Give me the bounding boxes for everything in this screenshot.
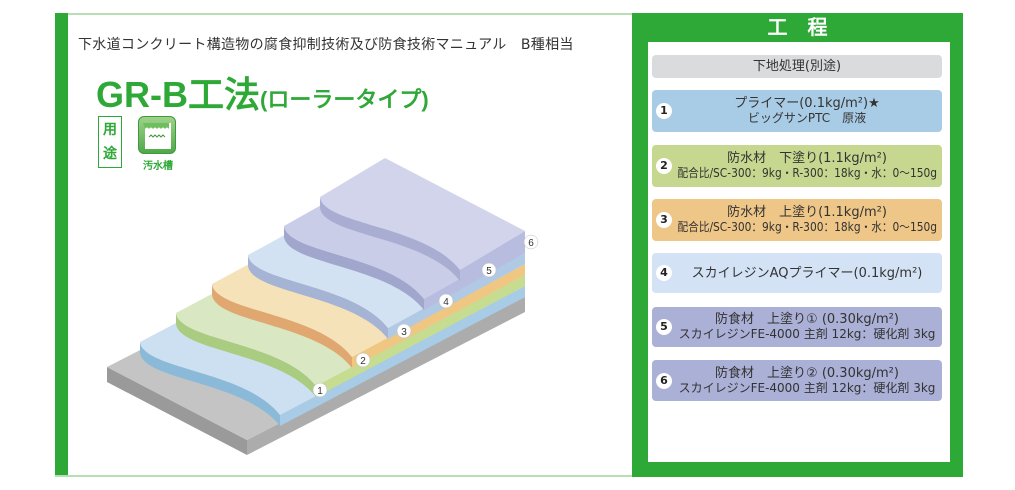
usage-char-1: 用 <box>103 122 117 138</box>
process-step-3: 3 防水材 上塗り(1.1kg/m²)配合比/SC-300：9kg・R-300：1… <box>652 199 942 241</box>
layer-number: 2 <box>360 356 366 367</box>
layer-number-marker <box>438 293 454 309</box>
layer-2-front-face <box>316 275 525 397</box>
step-line-1: 防食材 上塗り① (0.30kg/m²) <box>715 312 899 327</box>
layer-number-marker <box>481 262 497 278</box>
title-sub: (ローラータイプ) <box>260 87 429 112</box>
process-step-5: 5 防食材 上塗り① (0.30kg/m²)スカイレジンFE-4000 主剤 12… <box>652 307 942 347</box>
layer-diagram: 1 2 3 4 5 6 <box>107 158 539 455</box>
process-header: 工程 <box>767 15 848 39</box>
base-left-face <box>107 367 247 455</box>
layer-number-marker <box>396 323 412 339</box>
layer-1-edge <box>140 342 280 426</box>
step-line-2: ビッグサンPTC 原液 <box>747 111 867 125</box>
layer-3-edge <box>212 284 352 368</box>
bottom-divider <box>55 475 635 477</box>
step-line-1: 防水材 上塗り(1.1kg/m²) <box>727 205 887 220</box>
layer-6-front-face <box>460 231 525 281</box>
step-line-1: 防食材 上塗り② (0.30kg/m²) <box>715 365 899 381</box>
step-number: 1 <box>656 103 672 119</box>
step-line-2: 配合比/SC-300：9kg・R-300：18kg・水：0～150g <box>677 220 937 234</box>
usage-icon-label: 汚水槽 <box>143 161 173 172</box>
usage-char-2: 途 <box>103 146 117 162</box>
step-line-1: 防水材 下塗り(1.1kg/m²) <box>727 151 887 166</box>
title-main: GR-B工法 <box>96 74 260 115</box>
layer-number: 3 <box>401 327 407 338</box>
process-step-4: 4 スカイレジンAQプライマー(0.1kg/m²) <box>652 253 942 293</box>
base-front-face <box>247 297 525 455</box>
step-line-2: スカイレジンFE-4000 主剤 12kg：硬化剤 3kg <box>678 327 936 341</box>
layer-1-front-face <box>280 286 525 426</box>
step-number: 4 <box>656 265 672 281</box>
sewage-tank-icon <box>138 116 176 154</box>
layer-2-edge <box>176 313 316 397</box>
top-divider <box>68 13 634 15</box>
step-line-1: スカイレジンAQプライマー(0.1kg/m²) <box>691 265 923 281</box>
usage-badge: 用 途 <box>98 116 122 168</box>
step-line-1: プライマー(0.1kg/m²)★ <box>734 96 880 111</box>
manual-subtitle: 下水道コンクリート構造物の腐食抑制技術及び防食技術マニュアル B種相当 <box>78 37 574 53</box>
layer-3-front-face <box>352 264 525 368</box>
layer-number-marker <box>355 352 371 368</box>
process-step-2: 2 防水材 下塗り(1.1kg/m²)配合比/SC-300：9kg・R-300：1… <box>652 145 942 187</box>
layer-number: 5 <box>486 266 492 277</box>
step-number: 2 <box>656 158 672 174</box>
layer-number: 4 <box>443 297 449 308</box>
pre-treatment-label: 下地処理(別途) <box>752 59 842 74</box>
layer-number-marker <box>523 234 539 250</box>
step-line-2: 配合比/SC-300：9kg・R-300：18kg・水：0～150g <box>677 166 937 180</box>
step-line-2: スカイレジンFE-4000 主剤 12kg：硬化剤 3kg <box>678 380 936 395</box>
layer-4-edge <box>248 255 388 339</box>
method-title: GR-B工法(ローラータイプ) <box>96 66 429 118</box>
pre-treatment-step: 下地処理(別途) <box>652 55 942 78</box>
layer-number: 6 <box>528 238 534 249</box>
step-number: 5 <box>656 319 672 335</box>
step-number: 6 <box>656 372 672 389</box>
process-panel: 工程 下地処理(別途) 1 プライマー(0.1kg/m²)★ビッグサンPTC 原液… <box>632 13 963 477</box>
layer-5-edge <box>284 226 424 310</box>
layer-6-edge <box>320 197 460 281</box>
process-list: 下地処理(別途) 1 プライマー(0.1kg/m²)★ビッグサンPTC 原液 2 防水… <box>648 42 950 462</box>
process-step-6: 6 防食材 上塗り② (0.30kg/m²)スカイレジンFE-4000 主剤 12… <box>652 360 942 401</box>
layer-5-front-face <box>424 242 525 310</box>
layer-number: 1 <box>317 386 323 397</box>
layer-6-top <box>320 158 525 270</box>
layer-number-marker <box>312 382 328 398</box>
left-frame-bar <box>55 13 68 477</box>
step-number: 3 <box>656 212 672 228</box>
process-step-1: 1 プライマー(0.1kg/m²)★ビッグサンPTC 原液 <box>652 90 942 132</box>
